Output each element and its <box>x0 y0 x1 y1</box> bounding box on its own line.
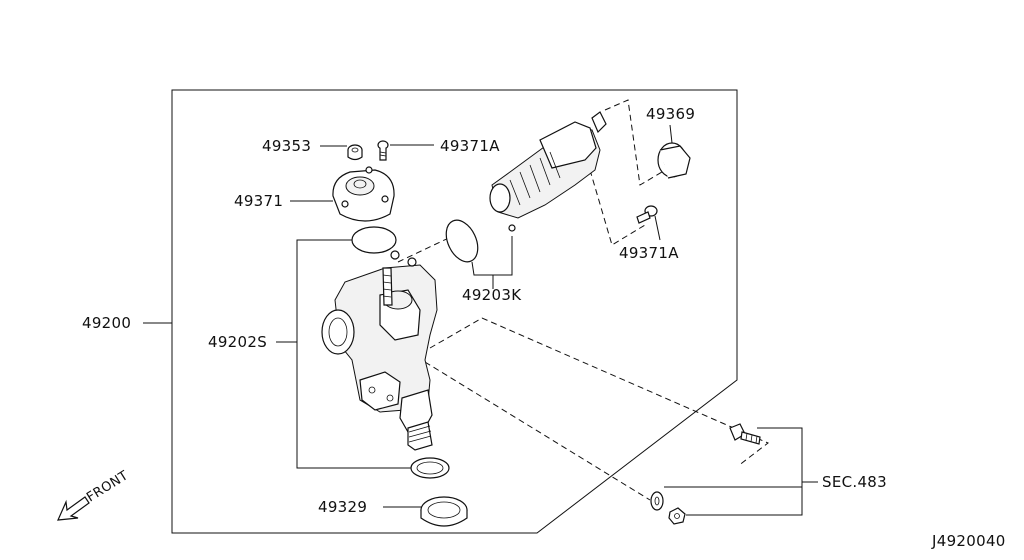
cover-part <box>332 166 395 222</box>
label-bearing-nut: 49353 <box>262 137 311 155</box>
label-section-ref: SEC.483 <box>822 473 887 491</box>
label-o-ring: 49202S <box>208 333 267 351</box>
washer-part <box>650 491 664 511</box>
front-arrow-icon <box>57 496 90 521</box>
bolt-right-part <box>636 205 658 224</box>
seal-kit-ring-part <box>445 219 479 263</box>
gear-housing-part <box>321 250 438 451</box>
dust-seal-part <box>420 496 468 527</box>
label-cover: 49371 <box>234 192 283 210</box>
label-dust-seal: 49329 <box>318 498 367 516</box>
oil-seal-part <box>657 142 691 179</box>
label-front: FRONT <box>84 468 131 505</box>
bolt-top-part <box>377 140 389 161</box>
mounting-bolt-part <box>729 423 761 445</box>
label-oil-seal: 49369 <box>646 105 695 123</box>
bearing-nut-part <box>347 144 363 161</box>
nut-part <box>668 507 686 525</box>
label-assembly: 49200 <box>82 314 131 332</box>
dashed-guide-lines <box>397 99 769 501</box>
label-seal-kit: 49203K <box>462 286 522 304</box>
label-bolt-right: 49371A <box>619 244 679 262</box>
label-bolt-top: 49371A <box>440 137 500 155</box>
valve-body-part <box>489 111 607 232</box>
assembly-frame <box>171 89 738 534</box>
diagram-code: J4920040 <box>931 532 1006 550</box>
leader-lines <box>143 124 818 516</box>
o-ring-bottom-part <box>410 457 450 479</box>
o-ring-top-part <box>351 226 397 254</box>
